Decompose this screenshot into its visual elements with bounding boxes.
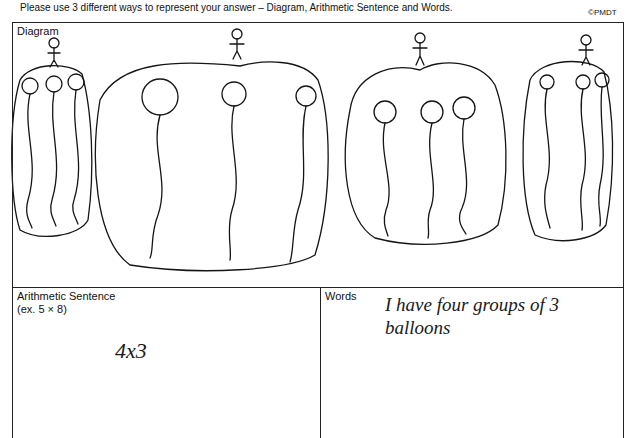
group-loop (95, 62, 328, 271)
stick-figure (230, 29, 244, 59)
group-loop (345, 63, 506, 244)
stick-figure (413, 33, 427, 65)
stick-figure (579, 35, 593, 65)
group-loop (12, 66, 92, 237)
handwritten-answer: I have four groups of 3 balloons (385, 294, 585, 340)
cell-heading: Words (325, 290, 357, 303)
words-cell: Words I have four groups of 3 balloons (320, 287, 624, 438)
arithmetic-cell: Arithmetic Sentence (ex. 5 × 8) 4x3 (12, 287, 321, 438)
stick-figure (48, 38, 60, 67)
copyright-mark: ©PMDT (588, 8, 617, 18)
cell-heading: Diagram (17, 25, 59, 38)
cell-heading: Arithmetic Sentence (ex. 5 × 8) (17, 290, 129, 316)
diagram-cell: Diagram (12, 22, 624, 288)
group-loop (523, 62, 613, 241)
handwritten-answer: 4x3 (115, 338, 147, 364)
instruction-text: Please use 3 different ways to represent… (20, 2, 580, 14)
